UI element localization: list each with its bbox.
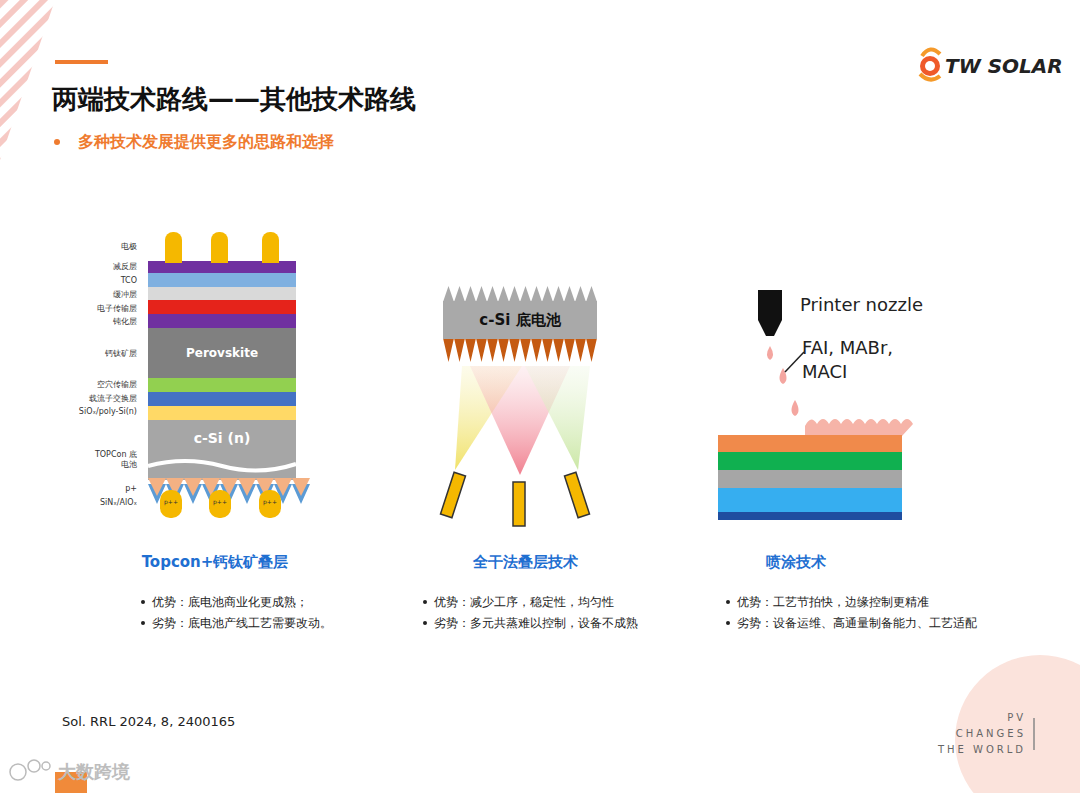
perovskite-layer: Perovskite	[148, 328, 296, 378]
layer-name: TOPCon 底电池	[93, 450, 137, 469]
pro-item: 优势：工艺节拍快，边缘控制更精准	[737, 595, 929, 609]
source-reference: Sol. RRL 2024, 8, 2400165	[62, 714, 235, 730]
footer-rule	[1033, 718, 1035, 750]
con-item: 劣势：多元共蒸难以控制，设备不成熟	[434, 616, 638, 630]
doping-mark: p++	[164, 498, 178, 505]
evaporation-sketch	[440, 286, 597, 526]
silicon-layer: c-Si (n)	[148, 420, 296, 456]
doping-mark: p++	[213, 498, 227, 505]
layer-name: 载流子交换层	[89, 394, 137, 404]
layer-name: SiOₓ/poly-Si(n)	[79, 407, 137, 417]
layer-name: SiNₓ/AlOₓ	[100, 498, 137, 508]
nozzle-label: Printer nozzle	[800, 294, 923, 316]
con-item: 劣势：底电池产线工艺需要改动。	[152, 616, 332, 630]
layer-name: 减反层	[113, 262, 137, 272]
doping-mark: p++	[263, 498, 277, 505]
bottom-cell-box: c-Si 底电池	[443, 301, 597, 339]
bullet-dot	[54, 139, 60, 145]
tandem-stack	[148, 232, 310, 518]
accent-bar	[55, 60, 108, 64]
subtitle: 多种技术发展提供更多的思路和选择	[78, 132, 334, 151]
spray-sketch	[718, 290, 913, 520]
slide-title: 两端技术路线——其他技术路线	[52, 84, 416, 115]
layer-label: c-Si 底电池	[479, 311, 560, 330]
route-heading: Topcon+钙钛矿叠层	[142, 553, 289, 571]
corner-circle	[955, 655, 1080, 793]
logo-text: TW SOLAR	[945, 54, 1063, 78]
layer-name: 钝化层	[113, 317, 137, 327]
watermark-icon	[10, 760, 50, 780]
pro-item: 优势：底电池商业化更成熟；	[152, 595, 308, 609]
layer-name: TCO	[121, 276, 137, 286]
pro-item: 优势：减少工序，稳定性，均匀性	[434, 595, 614, 609]
layer-label: c-Si (n)	[194, 430, 251, 446]
route-heading: 喷涂技术	[766, 553, 826, 571]
precursor-label: FAI, MABr, MACI	[802, 336, 906, 385]
route-heading: 全干法叠层技术	[473, 553, 578, 571]
corner-stripes	[0, 0, 55, 160]
con-item: 劣势：设备运维、高通量制备能力、工艺适配	[737, 616, 977, 630]
layer-name: 电子传输层	[97, 304, 137, 314]
layer-name: p+	[125, 484, 137, 494]
watermark: 大数跨境	[58, 761, 130, 783]
logo-icon	[920, 49, 940, 79]
layer-name: 空穴传输层	[97, 380, 137, 390]
layer-name: 电极	[121, 242, 137, 252]
footer-slogan: PV CHANGES THE WORLD	[934, 710, 1026, 758]
layer-name: 缓冲层	[113, 290, 137, 300]
layer-label: Perovskite	[186, 346, 258, 360]
layer-name: 钙钛矿层	[105, 349, 137, 359]
